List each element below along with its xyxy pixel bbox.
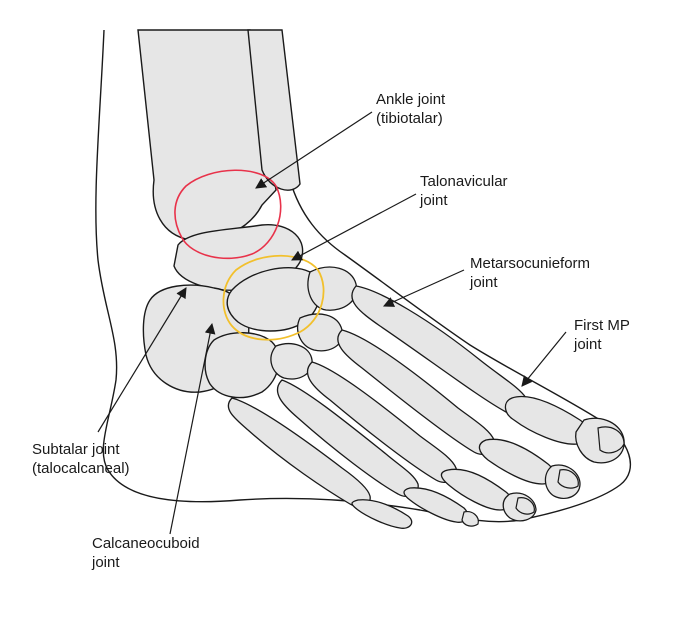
cuneiform-bone-1: [307, 266, 358, 311]
ankle-joint-highlight: [174, 169, 282, 260]
subtalar-joint-label: Subtalar joint (talocalcaneal): [32, 440, 130, 478]
first-mp-joint-label-line2: joint: [574, 336, 602, 353]
metatarsocuneiform-joint-label: Metarsocunieform joint: [470, 254, 590, 292]
ankle-joint-pointer: [255, 111, 373, 189]
calcaneocuboid-joint-label-line2: joint: [92, 554, 120, 571]
fibula-bone: [247, 29, 301, 191]
toe5-phalanx: [351, 499, 413, 529]
talonavicular-joint-label-line2: joint: [420, 192, 448, 209]
cuneiform-bone-3: [270, 343, 313, 380]
ankle-joint-label: Ankle joint (tibiotalar): [376, 90, 445, 128]
toe4-phalanx: [403, 487, 469, 523]
foot-skin-outline: [95, 29, 631, 523]
first-mp-joint-pointer: [521, 331, 567, 387]
subtalar-joint-label-line1: Subtalar joint: [32, 441, 120, 458]
cuneiform-bone-2: [297, 313, 344, 352]
cuboid-bone: [204, 332, 280, 399]
first-mp-joint-label: First MP joint: [574, 316, 630, 354]
toenail-1: [597, 426, 625, 454]
toenails: [461, 426, 625, 527]
talonavicular-joint-pointer: [291, 193, 417, 261]
toenail-2: [557, 469, 579, 489]
leader-lines: [97, 111, 567, 535]
toe2-phalanx: [478, 438, 555, 485]
subtalar-joint-pointer: [97, 287, 187, 433]
metatarsocuneiform-joint-label-line1: Metarsocunieform: [470, 255, 591, 272]
calcaneocuboid-joint-pointer: [169, 322, 216, 535]
metatarsals: [227, 285, 529, 508]
calcaneocuboid-joint-label: Calcaneocuboid joint: [92, 534, 200, 572]
first-mp-joint-label-line1: First MP: [574, 317, 630, 334]
calcaneocuboid-joint-label-line1: Calcaneocuboid: [92, 535, 200, 552]
talonavicular-joint-label: Talonavicular joint: [420, 172, 508, 210]
talonavicular-joint-label-line1: Talonavicular: [420, 173, 508, 190]
subtalar-joint-label-line2: (talocalcaneal): [32, 460, 130, 477]
toe3-phalanx: [440, 468, 513, 511]
toenail-4: [461, 511, 479, 527]
ankle-joint-label-line1: Ankle joint: [376, 91, 446, 108]
toenail-3: [515, 497, 535, 515]
ankle-joint-label-line2: (tibiotalar): [376, 110, 443, 127]
metatarsocuneiform-joint-label-line2: joint: [470, 274, 498, 291]
metatarsocuneiform-joint-pointer: [383, 269, 465, 307]
